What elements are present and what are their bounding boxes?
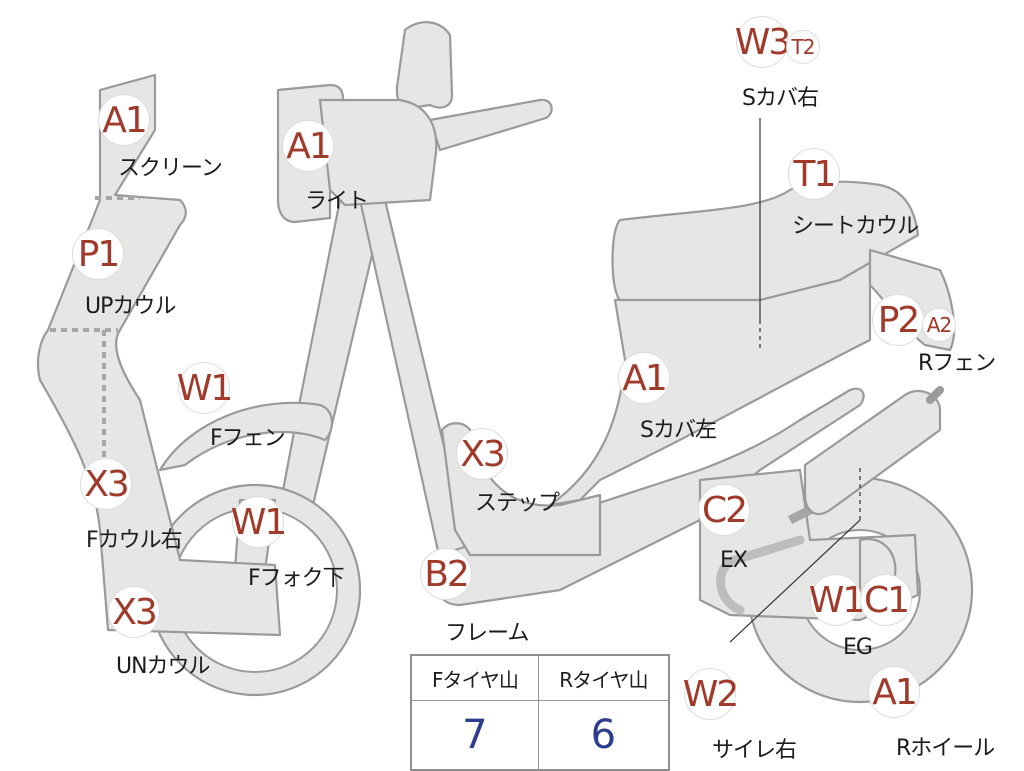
upper-cowl-label: UPカウル — [85, 294, 176, 319]
light-label: ライト — [305, 189, 369, 214]
front-fender — [158, 401, 333, 472]
front-cowl-right-label: Fカウル右 — [86, 528, 183, 553]
engine-c-code-badge: C1 — [860, 574, 912, 626]
side-cover-right-label: Sカバ右 — [742, 86, 819, 111]
side-cover-left — [548, 258, 872, 507]
side-cover-right-code-badge: W3 — [735, 16, 791, 68]
silencer-right-code-badge: W2 — [683, 668, 739, 720]
step-label: ステップ — [475, 491, 560, 516]
tire-tread-table: Fタイヤ山 Rタイヤ山 7 6 — [410, 654, 670, 771]
side-cover-left-label: Sカバ左 — [640, 418, 717, 443]
handlebar-grip — [428, 98, 553, 152]
exhaust-pipe — [716, 535, 805, 615]
rear-wheel-label: Rホイール — [896, 736, 995, 761]
screen-label: スクリーン — [118, 156, 223, 181]
front-fender-code-badge: W1 — [177, 362, 233, 414]
silencer — [803, 389, 942, 516]
exhaust-label: EX — [720, 548, 748, 573]
silencer-right-label: サイレ右 — [712, 738, 797, 763]
silencer-end — [926, 386, 944, 404]
front-tire-value: 7 — [410, 700, 539, 771]
leader-silencer — [729, 519, 861, 643]
upper-cowl-code-badge: P1 — [72, 228, 124, 280]
under-cowl-label: UNカウル — [116, 654, 211, 679]
rear-tire-value: 6 — [537, 700, 670, 771]
under-cowl-code-badge: X3 — [108, 586, 160, 638]
step-code-badge: X3 — [456, 428, 508, 480]
seat-cowl-label: シートカウル — [792, 214, 919, 239]
front-tire-header: Fタイヤ山 — [410, 654, 539, 701]
side-cover-right-sub-code-badge: T2 — [786, 30, 820, 64]
exhaust-code-badge: C2 — [698, 484, 750, 536]
rear-fender-label: Rフェン — [918, 351, 996, 376]
screen-code-badge: A1 — [98, 94, 150, 146]
rear-fender-sub-code-badge: A2 — [922, 308, 956, 342]
rear-tire-header: Rタイヤ山 — [537, 654, 670, 701]
engine-w-code-badge: W1 — [809, 574, 865, 626]
front-fork-lower-code-badge: W1 — [231, 496, 287, 548]
front-cowl-right-code-badge: X3 — [80, 458, 132, 510]
engine-label: EG — [843, 635, 873, 660]
side-cover-left-code-badge: A1 — [618, 352, 670, 404]
handle-cover — [318, 98, 438, 207]
rear-fender-code-badge: P2 — [872, 294, 924, 346]
front-fork-lower-label: Fフォク下 — [248, 566, 345, 591]
seat — [611, 180, 920, 302]
seat-cowl-code-badge: T1 — [788, 148, 840, 200]
light-code-badge: A1 — [282, 120, 334, 172]
handlebar — [395, 21, 454, 110]
frame-label: フレーム — [445, 621, 529, 646]
front-fender-label: Fフェン — [210, 426, 286, 451]
rear-wheel-code-badge: A1 — [868, 666, 920, 718]
frame-code-badge: B2 — [420, 548, 472, 600]
